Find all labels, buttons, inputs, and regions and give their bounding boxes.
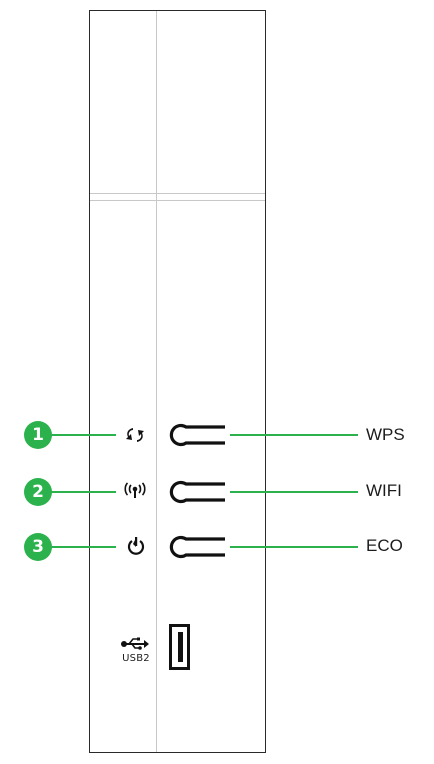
callout-badge-3: 3: [24, 533, 52, 561]
eco-power-icon: [127, 537, 145, 555]
eco-button[interactable]: [162, 531, 228, 563]
usb-port-tongue: [178, 632, 183, 662]
panel-top-seam-2: [90, 200, 265, 201]
wifi-antenna-icon: [124, 482, 146, 498]
eco-label: ECO: [366, 536, 403, 555]
callout-leader-1: [51, 434, 116, 436]
wifi-label-leader: [230, 491, 358, 493]
wps-label: WPS: [366, 425, 405, 444]
wps-icon: [126, 428, 144, 442]
wifi-label: WIFI: [366, 481, 402, 500]
usb-port[interactable]: [169, 624, 190, 670]
wps-label-leader: [230, 434, 358, 436]
usb-label: USB2: [122, 653, 150, 664]
callout-badge-1: 1: [24, 421, 52, 449]
callout-leader-2: [51, 491, 116, 493]
eco-label-leader: [230, 546, 358, 548]
wifi-button[interactable]: [162, 476, 228, 508]
wps-button[interactable]: [162, 419, 228, 451]
usb-icon: [121, 637, 149, 650]
panel-center-seam: [156, 11, 157, 752]
callout-badge-2: 2: [24, 478, 52, 506]
panel-top-seam-1: [90, 193, 265, 194]
callout-leader-3: [51, 546, 116, 548]
